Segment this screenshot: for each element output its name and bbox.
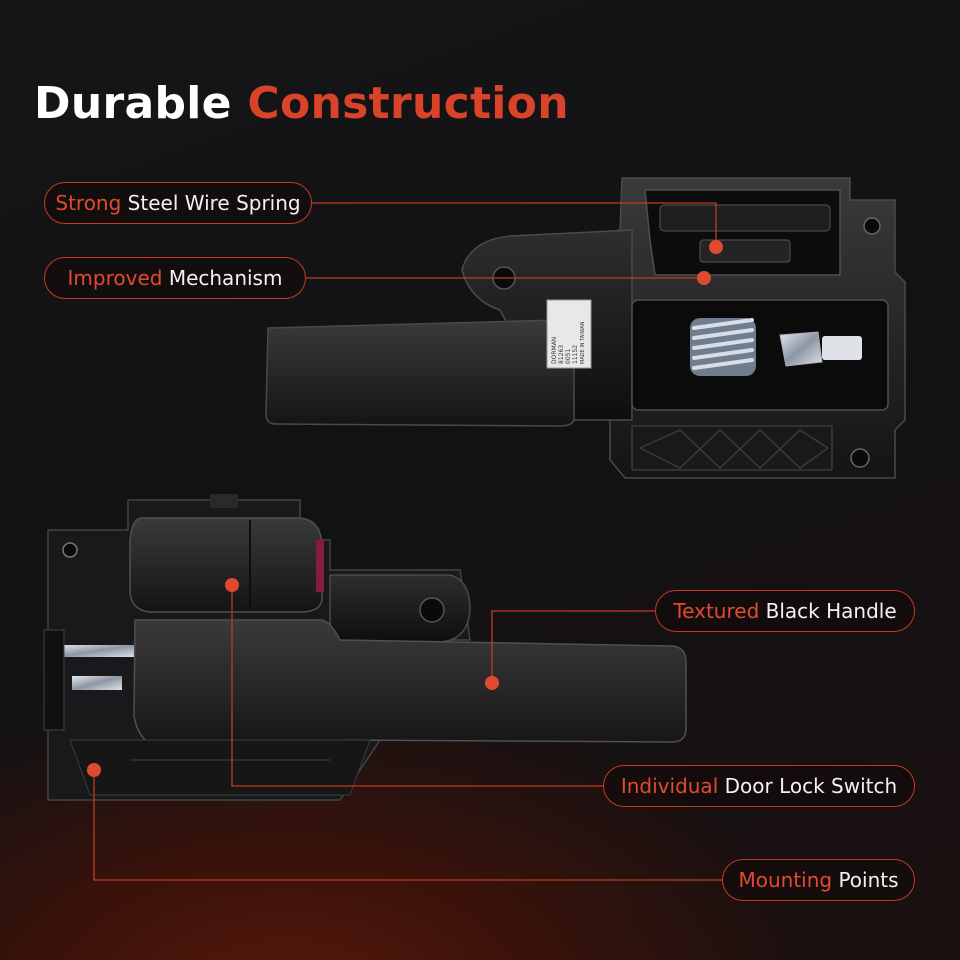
label-line-4: 11152 (572, 345, 579, 364)
callout-text: Mechanism (168, 266, 283, 290)
callout-text: Steel Wire Spring (127, 191, 301, 215)
label-sticker: DORMAN 81263 0051 11152 MADE IN TAIWAN (551, 321, 586, 364)
callout-text: Points (838, 868, 899, 892)
callout-highlight: Individual (620, 774, 719, 798)
dot-spring (709, 240, 723, 254)
callout-dots (87, 240, 723, 777)
dot-mounting (87, 763, 101, 777)
label-line-1: DORMAN (551, 337, 558, 364)
leader-line-handle (491, 610, 655, 683)
callout-textured-black-handle: Textured Black Handle (655, 590, 915, 632)
dot-handle (485, 676, 499, 690)
callout-highlight: Textured (673, 599, 760, 623)
callout-text: Black Handle (765, 599, 897, 623)
label-line-5: MADE IN TAIWAN (580, 321, 586, 364)
label-line-3: 0051 (565, 349, 572, 364)
callout-leaders (93, 202, 722, 881)
leader-line-lock-switch (231, 585, 603, 787)
leader-line-spring (312, 202, 717, 247)
door-handle-front-view (43, 494, 687, 801)
callout-steel-wire-spring: Strong Steel Wire Spring (44, 182, 312, 224)
callout-highlight: Improved (67, 266, 163, 290)
dot-lock-switch (225, 578, 239, 592)
door-handle-rear-view: DORMAN 81263 0051 11152 MADE IN TAIWAN (265, 177, 906, 479)
callout-text: Door Lock Switch (724, 774, 898, 798)
steel-wire-spring (690, 318, 756, 376)
callout-mounting-points: Mounting Points (722, 859, 915, 901)
callout-improved-mechanism: Improved Mechanism (44, 257, 306, 299)
title-part-accent: Construction (247, 78, 569, 129)
callout-door-lock-switch: Individual Door Lock Switch (603, 765, 915, 807)
door-lock-switch (129, 494, 324, 613)
callout-highlight: Mounting (738, 868, 833, 892)
page-title: Durable Construction (34, 78, 569, 129)
callout-highlight: Strong (55, 191, 122, 215)
dot-mechanism (697, 271, 711, 285)
label-line-2: 81263 (558, 345, 565, 364)
title-part-white: Durable (34, 78, 232, 129)
leader-line-mounting (93, 770, 722, 881)
